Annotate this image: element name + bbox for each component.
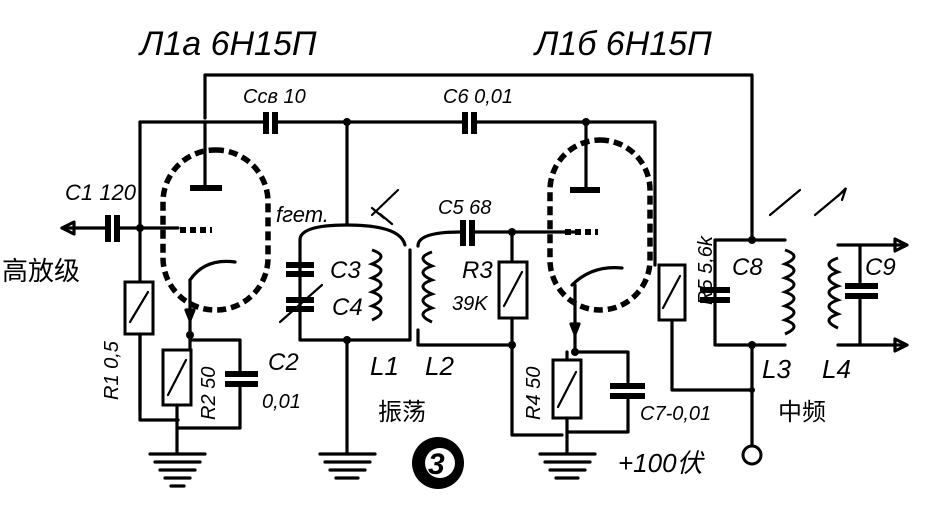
- ground-left: [148, 438, 207, 488]
- r4-c7-group: [551, 336, 645, 447]
- tube-right: [547, 120, 653, 340]
- r1-label: R1 0,5: [101, 340, 123, 400]
- c9-label: C9: [865, 254, 896, 281]
- ground-right: [538, 443, 597, 480]
- l1-label: L1: [370, 351, 399, 381]
- top-bus-wire: [203, 73, 754, 242]
- c1-capacitor: [60, 215, 180, 242]
- r3-resistor: [497, 230, 564, 437]
- tube-right-label: Л1б 6Н15П: [533, 25, 712, 63]
- tube-left: [160, 120, 271, 332]
- c4-label: C4: [332, 294, 363, 321]
- c7-label: C7-0,01: [640, 403, 711, 425]
- rf-stage-label: 高放级: [2, 257, 80, 287]
- c2-value: 0,01: [262, 391, 301, 413]
- ground-middle: [318, 438, 377, 480]
- c5-label: C5 68: [438, 197, 491, 219]
- if-stage-label: 中频: [778, 398, 826, 426]
- r5-resistor: [657, 263, 754, 392]
- l2-label: L2: [425, 351, 454, 381]
- c6-label: C6 0,01: [443, 86, 513, 108]
- c1-label: C1 120: [65, 180, 137, 205]
- oscillator-label: 振荡: [378, 398, 426, 426]
- supply-label: +100伏: [618, 448, 706, 478]
- supply-terminal: [741, 387, 763, 466]
- l2-coil: [416, 220, 577, 347]
- r5-label: R5 5,6k: [695, 235, 717, 305]
- ccb-label: Ccв 10: [243, 86, 306, 108]
- coupling-wire: [138, 112, 657, 412]
- r2-c2-group: [161, 328, 258, 442]
- c8-label: C8: [732, 254, 763, 281]
- c3-label: C3: [330, 257, 361, 284]
- if-transformer: [700, 187, 909, 392]
- c2-label: C2: [268, 349, 299, 376]
- badge-number: 3: [428, 448, 445, 481]
- r3-value: 39K: [452, 293, 489, 315]
- tube-left-label: Л1а 6Н15П: [138, 25, 317, 63]
- r2-label: R2 50: [198, 367, 220, 420]
- oscillator-tank: [278, 120, 412, 442]
- r4-label: R4 50: [523, 367, 545, 420]
- r1-resistor: [123, 280, 180, 422]
- l4-label: L4: [822, 354, 851, 384]
- figure-badge: 3: [412, 437, 464, 489]
- fget-label: fгет.: [276, 202, 329, 227]
- l3-label: L3: [762, 354, 791, 384]
- r3-label: R3: [462, 257, 493, 284]
